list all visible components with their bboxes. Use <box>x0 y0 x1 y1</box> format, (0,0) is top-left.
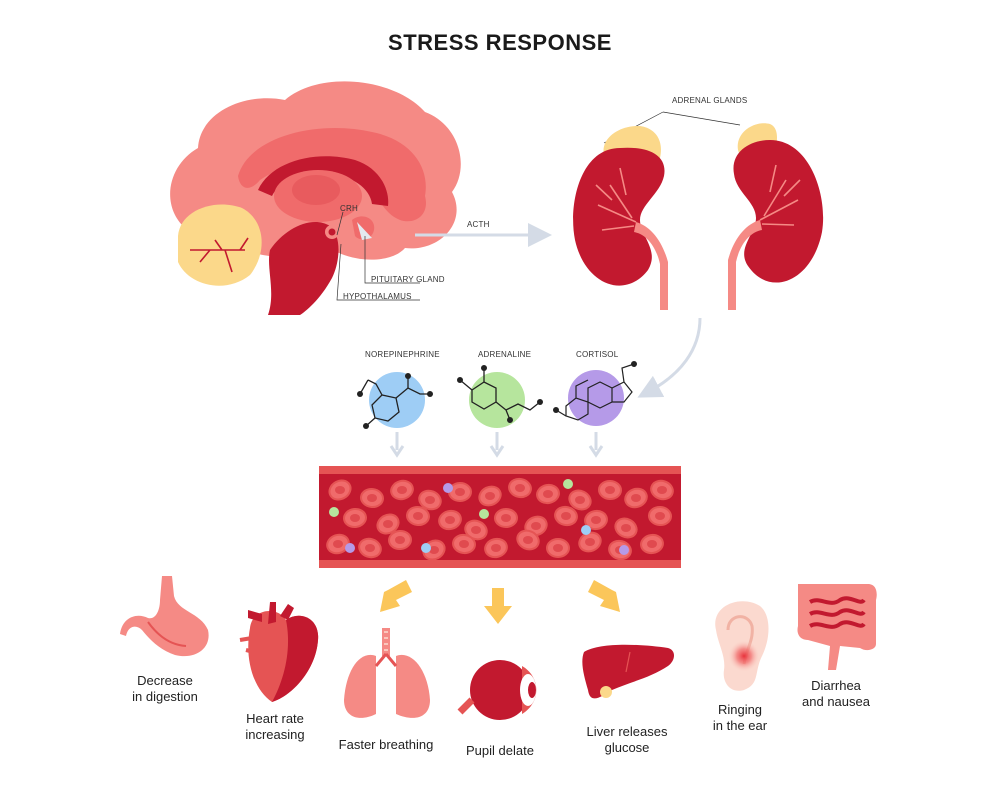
stomach-icon <box>120 576 209 657</box>
red-blood-cell-center <box>531 522 541 530</box>
eye-icon <box>457 660 537 720</box>
hormone-arrows <box>389 432 604 458</box>
liver-caption: Liver releases glucose <box>572 724 682 756</box>
red-blood-cell-center <box>365 544 375 552</box>
red-blood-cell-center <box>605 486 615 494</box>
kidney-icon <box>573 111 824 310</box>
red-blood-cell-center <box>575 496 585 504</box>
hormone-particle <box>563 479 573 489</box>
pupil-caption: Pupil delate <box>450 743 550 759</box>
caption-line: in digestion <box>132 689 198 704</box>
caption-line: Heart rate <box>246 711 304 726</box>
red-blood-cell-center <box>621 524 631 532</box>
red-blood-cell-center <box>491 544 501 552</box>
red-blood-cell-center <box>485 492 495 500</box>
adrenal-glands-label: ADRENAL GLANDS <box>672 96 748 105</box>
caption-line: Faster breathing <box>338 737 434 752</box>
red-blood-cell-center <box>383 520 393 528</box>
effect-arrows <box>380 580 620 624</box>
digestion-caption: Decrease in digestion <box>110 673 220 705</box>
blood-cells <box>326 477 674 561</box>
hormone-particle <box>443 483 453 493</box>
caption-line: Decrease <box>137 673 193 688</box>
caption-line: glucose <box>604 740 650 755</box>
red-blood-cell-center <box>425 496 435 504</box>
red-blood-cell-center <box>455 488 465 496</box>
red-blood-cell-center <box>335 486 345 494</box>
caption-line: in the ear <box>712 718 768 733</box>
intestine-icon <box>797 584 877 670</box>
cortisol-arrow <box>637 317 702 398</box>
molecule-icon <box>357 372 433 429</box>
caption-line: Diarrhea <box>811 678 861 693</box>
caption-line: and nausea <box>802 694 870 709</box>
red-blood-cell-center <box>515 484 525 492</box>
caption-line: increasing <box>245 727 305 742</box>
caption-line: Pupil delate <box>466 743 534 758</box>
hormone-particle <box>619 545 629 555</box>
red-blood-cell-center <box>523 536 533 544</box>
hormone-particle <box>421 543 431 553</box>
ear-icon <box>715 601 769 691</box>
breathing-caption: Faster breathing <box>326 737 446 753</box>
red-blood-cell-center <box>543 490 553 498</box>
liver-icon <box>582 644 674 699</box>
caption-line: Liver releases <box>586 724 668 739</box>
red-blood-cell-center <box>561 512 571 520</box>
cortisol-label: CORTISOL <box>576 350 619 359</box>
pituitary-gland-label: PITUITARY GLAND <box>371 275 445 284</box>
red-blood-cell-center <box>397 486 407 494</box>
red-blood-cell-center <box>657 486 667 494</box>
red-blood-cell-center <box>367 494 377 502</box>
norepinephrine-label: NOREPINEPHRINE <box>365 350 440 359</box>
heart-caption: Heart rate increasing <box>220 711 330 743</box>
red-blood-cell-center <box>591 516 601 524</box>
brain-icon <box>170 81 461 315</box>
red-blood-cell-center <box>585 538 595 546</box>
molecule-icon <box>553 361 637 426</box>
page-title: STRESS RESPONSE <box>388 30 612 55</box>
adrenaline-label: ADRENALINE <box>478 350 532 359</box>
red-blood-cell-center <box>445 516 455 524</box>
red-blood-cell-center <box>350 514 360 522</box>
red-blood-cell-center <box>647 540 657 548</box>
hormone-particle <box>479 509 489 519</box>
red-blood-cell-center <box>413 512 423 520</box>
acth-label: ACTH <box>467 220 490 229</box>
red-blood-cell-center <box>501 514 511 522</box>
molecule-icon <box>457 365 543 428</box>
red-blood-cell-center <box>471 526 481 534</box>
hormone-particle <box>581 525 591 535</box>
lungs-icon <box>344 628 430 718</box>
caption-line: Ringing <box>717 702 763 717</box>
intestine-caption: Diarrhea and nausea <box>786 678 886 710</box>
heart-icon <box>239 602 319 702</box>
red-blood-cell-center <box>459 540 469 548</box>
red-blood-cell-center <box>395 536 405 544</box>
red-blood-cell-center <box>429 546 439 554</box>
hormone-particle <box>345 543 355 553</box>
red-blood-cell-center <box>333 540 343 548</box>
red-blood-cell-center <box>655 512 665 520</box>
red-blood-cell-center <box>553 544 563 552</box>
ear-caption: Ringing in the ear <box>690 702 790 734</box>
hormone-particle <box>329 507 339 517</box>
crh-label: CRH <box>340 204 358 213</box>
hypothalamus-label: HYPOTHALAMUS <box>343 292 412 301</box>
red-blood-cell-center <box>631 494 641 502</box>
